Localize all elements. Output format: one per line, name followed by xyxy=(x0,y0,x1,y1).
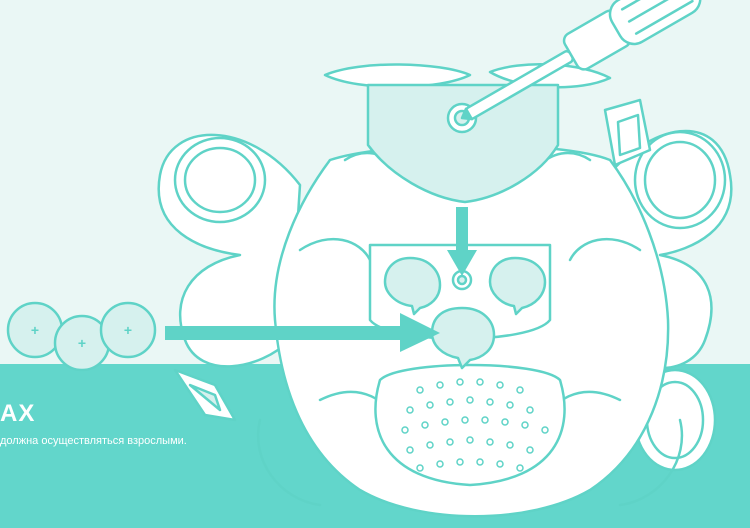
svg-text:+: + xyxy=(31,322,39,338)
svg-text:+: + xyxy=(124,322,132,338)
svg-text:+: + xyxy=(78,335,86,351)
instruction-heading: АХ xyxy=(0,400,35,428)
speaker-grille xyxy=(375,365,564,485)
instruction-text: должна осуществляться взрослыми. xyxy=(0,435,187,447)
